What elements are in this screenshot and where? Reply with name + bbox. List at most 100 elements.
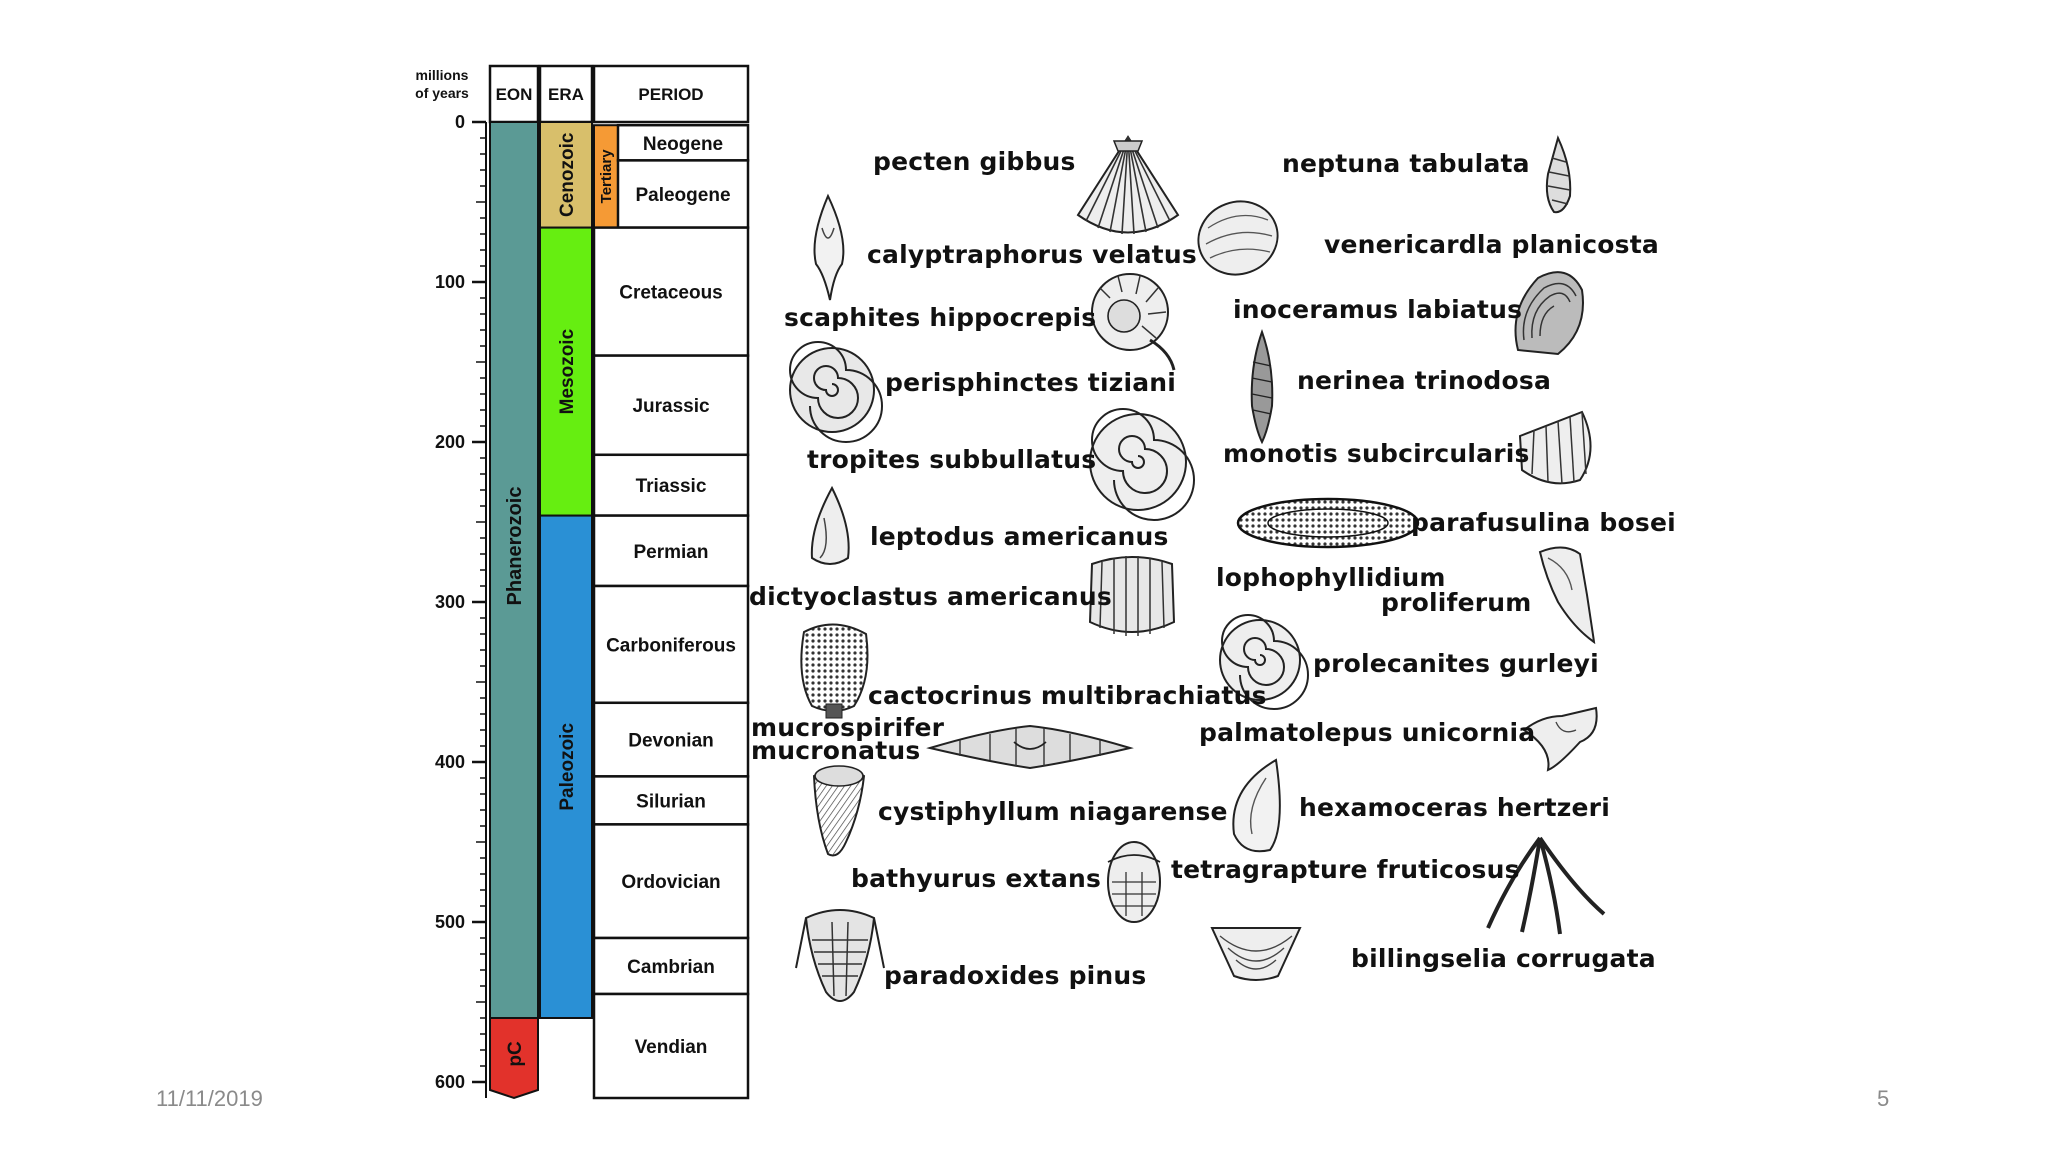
period-cell bbox=[592, 936, 750, 996]
fossil-label-venericardia: venericardla planicosta bbox=[1324, 230, 1659, 259]
fossil-label-cactocrinus: cactocrinus multibrachiatus bbox=[868, 681, 1267, 710]
fossil-label-tetragrapture: tetragrapture fruticosus bbox=[1171, 855, 1520, 884]
fossil-label-inoceramus: inoceramus labiatus bbox=[1233, 295, 1523, 324]
period-cell bbox=[592, 354, 750, 457]
fossil-label-palmatolepus: palmatolepus unicornia bbox=[1199, 718, 1536, 747]
subperiod-tertiary-band bbox=[593, 124, 619, 229]
time-axis-tick-label: 600 bbox=[435, 1072, 465, 1092]
period-label: Devonian bbox=[628, 731, 714, 752]
graptolite-icon bbox=[1486, 836, 1606, 935]
oyster-shell-icon bbox=[1514, 271, 1584, 356]
period-label: Ordovician bbox=[621, 872, 720, 893]
fossil-label-lophophyllidium-1: lophophyllidium bbox=[1216, 563, 1446, 592]
period-label: Neogene bbox=[643, 134, 723, 155]
ribbed-bivalve-icon bbox=[1518, 410, 1592, 485]
era-label: Cenozoic bbox=[557, 132, 578, 217]
header-period: PERIOD bbox=[638, 85, 703, 104]
eon-precambrian-band bbox=[489, 1017, 539, 1100]
time-axis-tick-label: 200 bbox=[435, 432, 465, 452]
horn-coral-icon bbox=[1538, 546, 1596, 645]
period-label: Silurian bbox=[636, 791, 706, 812]
header-period-cell bbox=[592, 64, 750, 124]
curved-cephalopod-icon bbox=[1232, 758, 1281, 853]
fossil-label-perisphinctes: perisphinctes tiziani bbox=[885, 368, 1177, 397]
time-axis-tick-label: 0 bbox=[455, 112, 465, 132]
scallop-shell-icon bbox=[1076, 135, 1180, 235]
fossil-label-calyptraphorus: calyptraphorus velatus bbox=[867, 240, 1197, 269]
ammonite-icon bbox=[789, 341, 883, 443]
conodont-icon bbox=[1522, 706, 1598, 772]
period-label: Vendian bbox=[635, 1037, 708, 1058]
period-label: Cretaceous bbox=[619, 283, 723, 304]
eon-label: Phanerozoic bbox=[504, 487, 526, 606]
period-cell bbox=[592, 823, 750, 940]
slide-date: 11/11/2019 bbox=[156, 1086, 263, 1111]
fossil-label-nerinea: nerinea trinodosa bbox=[1297, 366, 1552, 395]
header-era: ERA bbox=[548, 85, 584, 104]
hooked-ammonite-icon bbox=[1091, 273, 1176, 371]
era-label: Paleozoic bbox=[557, 723, 578, 811]
period-label: Triassic bbox=[636, 476, 707, 497]
fossil-label-mucrospirifer-1: mucrospirifer bbox=[751, 713, 945, 742]
time-axis-tick-label: 500 bbox=[435, 912, 465, 932]
header-eon: EON bbox=[496, 85, 533, 104]
era-band bbox=[539, 226, 593, 517]
period-cell bbox=[592, 992, 750, 1100]
fossil-label-billingselia: billingselia corrugata bbox=[1351, 944, 1656, 973]
horn-coral-icon bbox=[812, 765, 866, 857]
spiral-snail-shell-icon bbox=[1545, 135, 1572, 214]
fossil-label-cystiphyllum: cystiphyllum niagarense bbox=[878, 797, 1228, 826]
period-cell bbox=[616, 159, 750, 229]
fossil-label-scaphites: scaphites hippocrepis bbox=[784, 303, 1097, 332]
brachiopod-icon bbox=[810, 485, 850, 565]
period-label: Permian bbox=[634, 542, 709, 563]
crinoid-calyx-icon bbox=[800, 623, 869, 719]
fossil-label-prolecanites: prolecanites gurleyi bbox=[1313, 649, 1599, 678]
fossil-label-neptuna: neptuna tabulata bbox=[1282, 149, 1530, 178]
time-axis-tick-label: 100 bbox=[435, 272, 465, 292]
time-axis-tick-label: 300 bbox=[435, 592, 465, 612]
period-cell bbox=[592, 453, 750, 517]
slide-page-number: 5 bbox=[1877, 1086, 1890, 1111]
fossil-label-mucrospirifer-2: mucronatus bbox=[751, 736, 921, 765]
brachiopod-fan-icon bbox=[1210, 927, 1302, 981]
period-cell bbox=[616, 123, 750, 162]
eon-band bbox=[489, 121, 539, 1019]
header-years-line-2: of years bbox=[415, 85, 469, 101]
period-label: Paleogene bbox=[635, 185, 730, 206]
fossil-label-monotis: monotis subcircularis bbox=[1223, 439, 1530, 468]
spindle-shell-icon bbox=[813, 193, 845, 301]
fossil-label-pecten: pecten gibbus bbox=[873, 147, 1076, 176]
subperiod-tertiary-label: Tertiary bbox=[598, 149, 615, 204]
fossil-label-bathyurus: bathyurus extans bbox=[851, 864, 1102, 893]
ammonite-icon bbox=[1219, 614, 1309, 710]
long-spire-shell-icon bbox=[1250, 328, 1274, 445]
fusulinid-icon bbox=[1236, 497, 1420, 549]
era-label: Mesozoic bbox=[557, 328, 578, 414]
period-label: Carboniferous bbox=[606, 635, 736, 656]
trilobite-icon bbox=[795, 909, 885, 1002]
header-eon-cell bbox=[488, 64, 540, 124]
period-label: Jurassic bbox=[632, 396, 710, 417]
period-label: Cambrian bbox=[627, 957, 715, 978]
winged-brachiopod-icon bbox=[926, 724, 1134, 770]
fossil-label-tropites: tropites subbullatus bbox=[807, 445, 1097, 474]
fossil-label-hexamoceras: hexamoceras hertzeri bbox=[1299, 793, 1610, 822]
header-years-line-1: millions bbox=[416, 67, 469, 83]
time-axis-tick-label: 400 bbox=[435, 752, 465, 772]
fossil-label-parafusulina: parafusulina bosei bbox=[1411, 508, 1676, 537]
fossil-label-lophophyllidium-2: proliferum bbox=[1381, 588, 1532, 617]
period-cell bbox=[592, 226, 750, 357]
era-band bbox=[539, 514, 593, 1019]
period-cell bbox=[592, 514, 750, 588]
clam-shell-icon bbox=[1197, 200, 1279, 276]
ammonite-icon bbox=[1089, 408, 1195, 521]
fossil-label-paradoxides: paradoxides pinus bbox=[884, 961, 1147, 990]
fossil-label-leptodus: leptodus americanus bbox=[870, 522, 1169, 551]
ribbed-brachiopod-icon bbox=[1088, 556, 1176, 636]
small-trilobite-icon bbox=[1107, 841, 1161, 923]
eon-precambrian-label: pC bbox=[505, 1041, 526, 1067]
